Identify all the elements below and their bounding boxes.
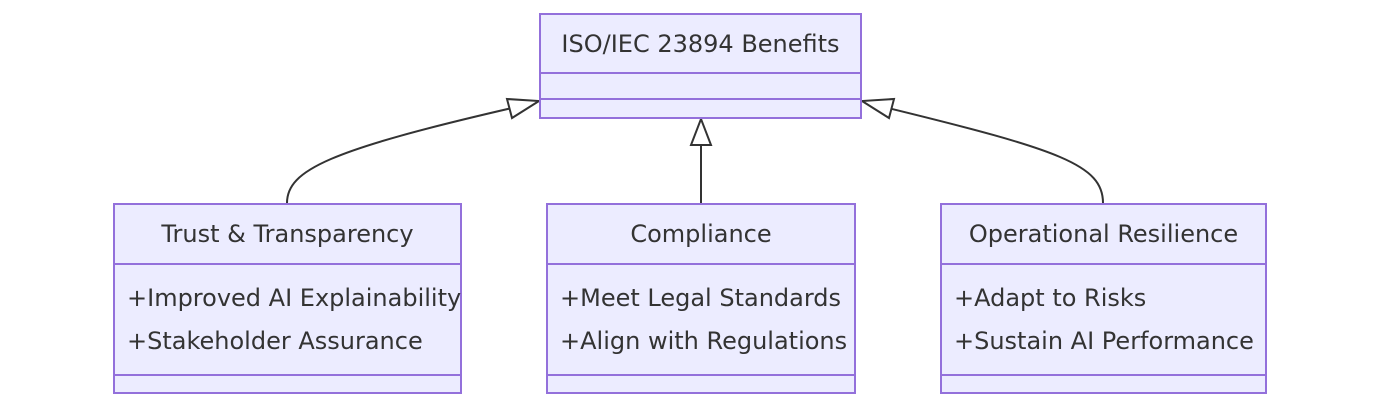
class-member: +Meet Legal Standards <box>560 283 842 312</box>
class-title: ISO/IEC 23894 Benefits <box>561 29 840 58</box>
class-attributes-section: +Improved AI Explainability +Stakeholder… <box>115 263 462 374</box>
class-attributes-section <box>541 72 860 98</box>
edge-resilience-to-parent <box>887 107 1104 204</box>
class-title: Compliance <box>630 220 772 248</box>
class-member: +Sustain AI Performance <box>954 326 1254 355</box>
class-methods-section <box>115 374 460 392</box>
class-node-operational-resilience[interactable]: Operational Resilience +Adapt to Risks +… <box>940 203 1267 394</box>
class-member: +Adapt to Risks <box>954 283 1147 312</box>
class-node-compliance[interactable]: Compliance +Meet Legal Standards +Align … <box>546 203 856 394</box>
class-attributes-section: +Adapt to Risks +Sustain AI Performance <box>942 263 1265 374</box>
class-title: Trust & Transparency <box>161 220 414 248</box>
class-member: +Stakeholder Assurance <box>127 326 423 355</box>
class-member: +Improved AI Explainability <box>127 283 462 312</box>
class-node-iso-iec-23894-benefits[interactable]: ISO/IEC 23894 Benefits <box>539 13 862 119</box>
inheritance-arrowhead-resilience <box>858 97 896 120</box>
class-attributes-section: +Meet Legal Standards +Align with Regula… <box>548 263 854 374</box>
class-methods-section <box>541 98 860 117</box>
inheritance-arrowhead-compliance <box>689 116 713 146</box>
class-methods-section <box>548 374 854 392</box>
class-methods-section <box>942 374 1265 392</box>
class-member: +Align with Regulations <box>560 326 848 355</box>
inheritance-arrowhead-trust <box>505 97 543 120</box>
class-node-trust-transparency[interactable]: Trust & Transparency +Improved AI Explai… <box>113 203 462 394</box>
class-title: Operational Resilience <box>968 220 1239 248</box>
edge-trust-to-parent <box>286 107 513 204</box>
